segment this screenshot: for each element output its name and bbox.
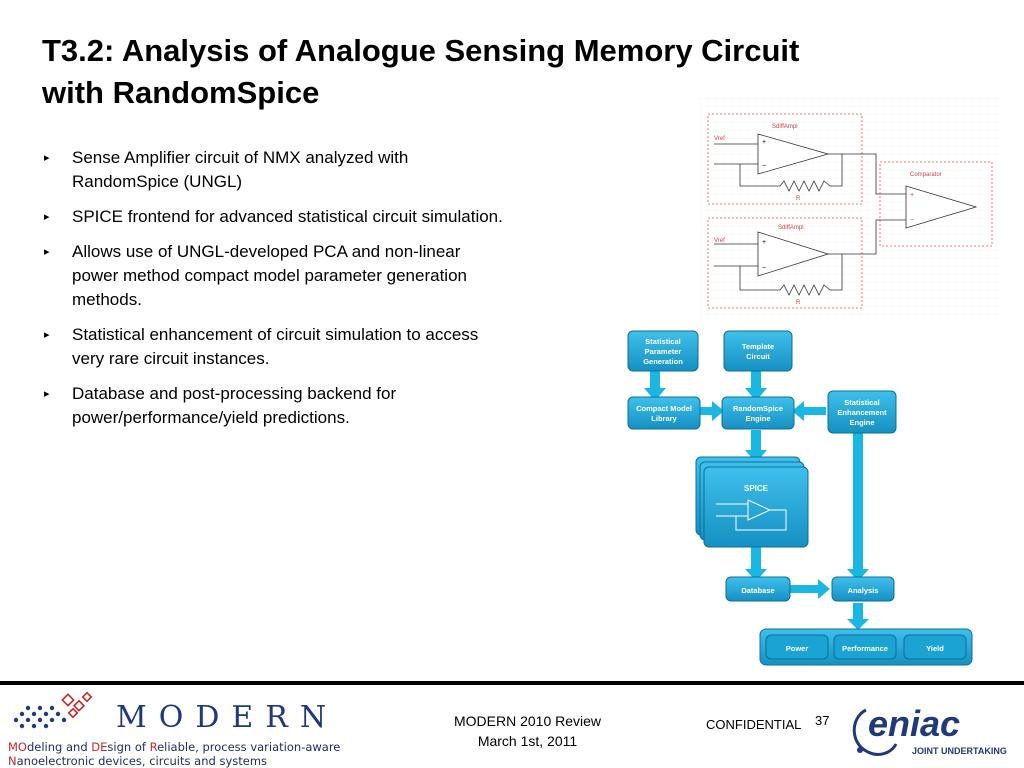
output-yield: Yield [926, 644, 944, 653]
amp2-plus: + [762, 239, 766, 246]
svg-text:SPICE: SPICE [744, 484, 769, 493]
confidential-label: CONFIDENTIAL [706, 717, 802, 732]
flow-box-stat-param: Statistical Parameter Generation [627, 330, 699, 372]
bullet-arrow-icon: ▸ [44, 211, 50, 223]
amp2-opamp [757, 231, 830, 277]
svg-text:Parameter: Parameter [645, 347, 682, 356]
amp1-resistor [779, 180, 831, 192]
page-number: 37 [815, 713, 830, 728]
flow-box-spice-stack: SPICE [695, 456, 809, 548]
bullet-line: power method compact model parameter gen… [72, 266, 467, 285]
tagline-line-1: MOdeling and DEsign of Reliable, process… [8, 740, 341, 754]
bullet-line: Statistical enhancement of circuit simul… [72, 325, 479, 344]
flow-box-enhancement: Statistical Enhancement Engine [827, 390, 897, 434]
bullet-item: ▸ Allows use of UNGL-developed PCA and n… [44, 240, 592, 312]
bullet-arrow-icon: ▸ [44, 329, 50, 341]
svg-text:Library: Library [651, 414, 677, 423]
svg-text:Circuit: Circuit [746, 352, 770, 361]
svg-text:Statistical: Statistical [645, 337, 680, 346]
svg-text:Engine: Engine [745, 414, 770, 423]
amp1-label: SdiffAmpl [772, 124, 798, 130]
tagline-line-2: Nanoelectronic devices, circuits and sys… [8, 754, 268, 768]
svg-text:Template: Template [742, 342, 774, 351]
svg-text:Engine: Engine [849, 418, 874, 427]
comparator-label: Comparator [910, 172, 942, 178]
bullet-list: ▸ Sense Amplifier circuit of NMX analyze… [44, 146, 592, 441]
svg-text:Database: Database [741, 586, 774, 595]
flow-box-compact-model: Compact Model Library [627, 396, 701, 430]
amp1-minus: − [762, 163, 766, 170]
sense-amplifier-schematic: SdiffAmpl Vref + − R SdiffAmpl Vref + − … [700, 98, 1000, 320]
review-title: MODERN 2010 Review [453, 713, 602, 729]
review-info: MODERN 2010 Review March 1st, 2011 [420, 711, 635, 751]
bullet-arrow-icon: ▸ [44, 388, 50, 400]
flow-box-outputs: Power Performance Yield [759, 628, 973, 666]
amp1-vref-label: Vref [714, 136, 725, 142]
amp2-wires [714, 243, 843, 291]
comparator-opamp [905, 185, 978, 229]
modern-logo-dots-icon [13, 691, 93, 729]
svg-text:Enhancement: Enhancement [837, 408, 887, 417]
flow-box-engine: RandomSpice Engine [721, 396, 795, 430]
bullet-line: very rare circuit instances. [72, 349, 270, 368]
modern-tagline: MOdeling and DEsign of Reliable, process… [8, 740, 340, 768]
eniac-logo-text: eniac [868, 703, 960, 744]
modern-logo-text: MODERN [116, 700, 339, 735]
amp2-frame [707, 217, 863, 309]
bullet-item: ▸ Statistical enhancement of circuit sim… [44, 323, 592, 371]
randomspice-flow-diagram: Statistical Parameter Generation Templat… [627, 330, 973, 666]
bullet-line: Database and post-processing backend for [72, 384, 397, 403]
eniac-subtitle: JOINT UNDERTAKING [912, 746, 1007, 756]
bullet-arrow-icon: ▸ [44, 246, 50, 258]
eniac-dot-icon [857, 747, 863, 753]
amp2-minus: − [762, 265, 766, 272]
comparator-frame [879, 161, 993, 247]
comparator-minus: − [910, 217, 914, 224]
title-line-2: with RandomSpice [42, 75, 320, 110]
bullet-line: RandomSpice (UNGL) [72, 172, 243, 191]
bullet-item: ▸ Database and post-processing backend f… [44, 382, 592, 430]
svg-text:Generation: Generation [643, 357, 683, 366]
amp2-vref-label: Vref [714, 238, 725, 244]
amp1-frame [707, 113, 863, 205]
svg-text:Statistical: Statistical [844, 398, 879, 407]
eniac-swoosh-icon [852, 708, 898, 756]
bullet-line: SPICE frontend for advanced statistical … [72, 207, 503, 226]
bullet-line: Sense Amplifier circuit of NMX analyzed … [72, 148, 409, 167]
amp1-plus: + [762, 139, 766, 146]
bullet-line: methods. [72, 290, 142, 309]
bullet-item: ▸ Sense Amplifier circuit of NMX analyze… [44, 146, 592, 194]
svg-text:Compact Model: Compact Model [636, 404, 692, 413]
amp1-r-label: R [796, 196, 801, 202]
title-line-1: T3.2: Analysis of Analogue Sensing Memor… [42, 33, 800, 68]
output-power: Power [786, 644, 809, 653]
review-date: March 1st, 2011 [477, 733, 578, 749]
slide-title: T3.2: Analysis of Analogue Sensing Memor… [42, 30, 982, 114]
flow-box-database: Database [725, 576, 791, 602]
amp1-wires [714, 143, 843, 187]
amp1-opamp [757, 133, 830, 175]
flow-box-analysis: Analysis [831, 576, 895, 602]
svg-text:RandomSpice: RandomSpice [733, 404, 783, 413]
amp2-resistor [779, 284, 831, 296]
footer-divider [0, 681, 1024, 685]
comparator-plus: + [910, 192, 914, 199]
output-performance: Performance [842, 644, 888, 653]
bullet-line: power/performance/yield predictions. [72, 408, 350, 427]
amp2-label: SdiffAmpl [778, 225, 804, 231]
eniac-logo: eniac JOINT UNDERTAKING [852, 703, 1007, 756]
comparator-wires [842, 153, 906, 255]
bullet-item: ▸ SPICE frontend for advanced statistica… [44, 205, 592, 229]
amp2-r-label: R [796, 300, 801, 306]
bullet-line: Allows use of UNGL-developed PCA and non… [72, 242, 461, 261]
flow-box-template: Template Circuit [723, 330, 793, 372]
svg-text:Analysis: Analysis [848, 586, 879, 595]
bullet-arrow-icon: ▸ [44, 152, 50, 164]
